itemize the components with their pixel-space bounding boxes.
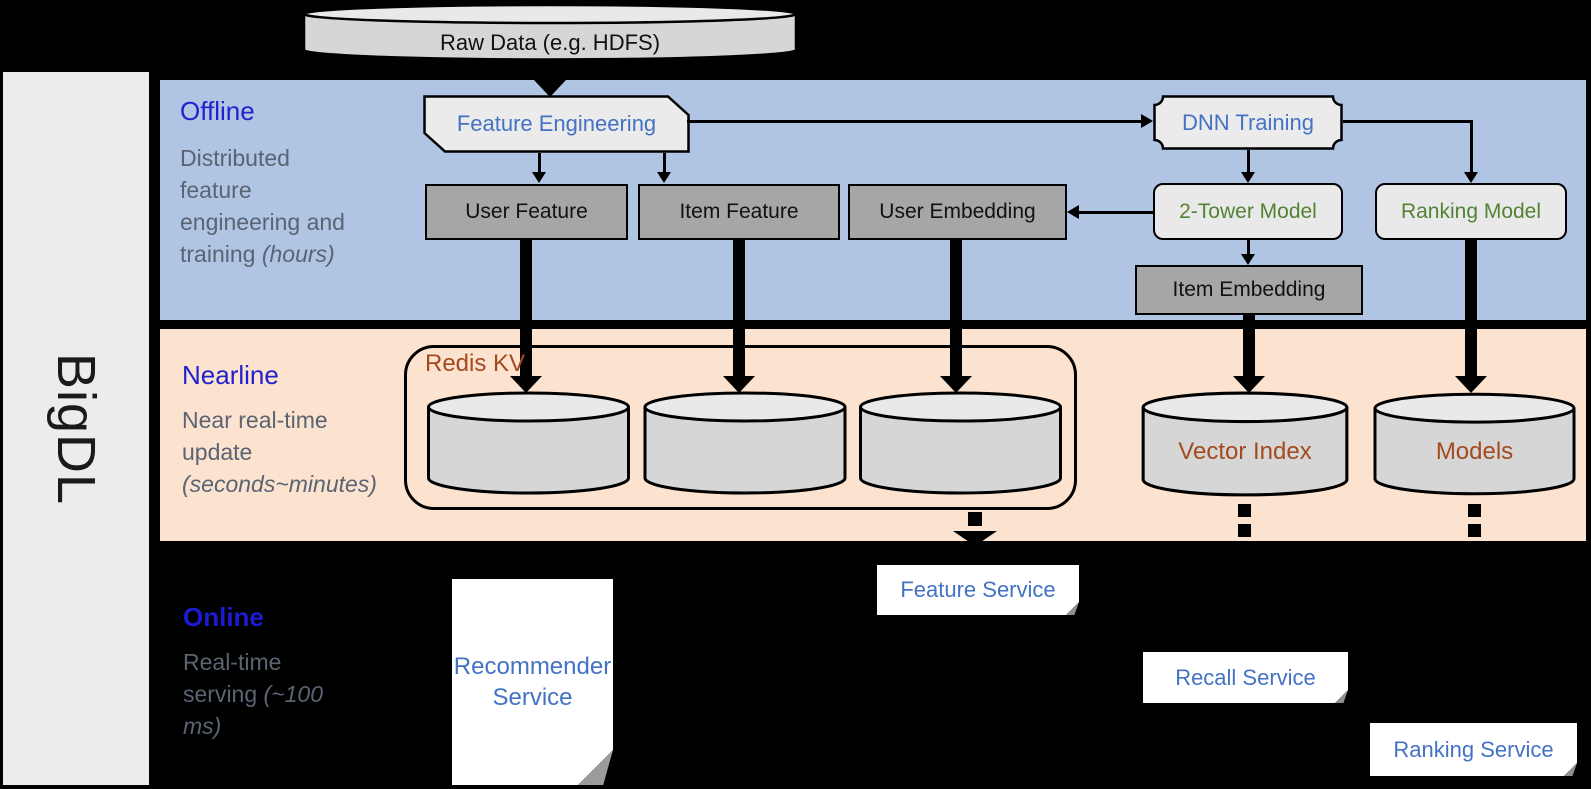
kv-cylinder-3 xyxy=(856,390,1065,498)
online-description: Real-time serving (~100 ms) xyxy=(183,646,323,742)
dashed-vectorindex-to-recall-2 xyxy=(1238,524,1251,537)
arrow-rankingmodel-to-models xyxy=(1465,240,1477,376)
offline-title: Offline xyxy=(180,96,255,126)
item-embedding-label: Item Embedding xyxy=(1172,278,1326,301)
arrowhead-twotower-to-itemembedding xyxy=(1241,254,1255,265)
node-item-feature: Item Feature xyxy=(638,184,840,240)
user-embedding-label: User Embedding xyxy=(879,200,1036,223)
node-models: Models xyxy=(1372,390,1577,500)
ranking-model-label: Ranking Model xyxy=(1400,199,1542,223)
arrowhead-fe-to-dnn xyxy=(1141,114,1153,128)
arrowhead-userembedding-to-kv xyxy=(940,376,972,393)
vector-index-label: Vector Index xyxy=(1178,438,1312,465)
node-two-tower-model: 2-Tower Model xyxy=(1153,183,1343,240)
dashed-kv-to-featureservice xyxy=(968,512,982,526)
cylinder-shape xyxy=(859,391,1062,495)
recommender-service-card: Recommender Service xyxy=(452,579,613,785)
node-recommender-service: Recommender Service xyxy=(452,579,613,785)
cylinder-shape xyxy=(427,391,630,495)
feature-service-card: Feature Service xyxy=(877,565,1079,615)
node-vector-index: Vector Index xyxy=(1140,390,1350,500)
redis-kv-container xyxy=(404,345,1077,510)
cylinder-shape xyxy=(1373,392,1576,496)
node-recall-service: Recall Service xyxy=(1143,652,1348,703)
nearline-title: Nearline xyxy=(182,360,279,390)
arrowhead-fe-to-userfeature xyxy=(532,172,546,183)
redis-kv-label: Redis KV xyxy=(425,350,526,377)
online-duration-text: (~100 ms) xyxy=(183,681,324,739)
arrowhead-kv-to-featureservice xyxy=(953,531,997,546)
arrow-twotower-to-userembedding xyxy=(1078,211,1153,214)
arrowhead-twotower-to-userembedding xyxy=(1067,205,1079,219)
feature-engineering-label: Feature Engineering xyxy=(456,111,657,136)
arrow-dnn-to-rankingmodel-v xyxy=(1470,120,1473,173)
item-feature-label: Item Feature xyxy=(679,200,799,223)
kv-cylinder-2 xyxy=(641,390,849,498)
arrow-twotower-to-itemembedding xyxy=(1247,240,1250,255)
arrow-userfeature-to-kv xyxy=(520,240,532,376)
arrow-itemfeature-to-kv xyxy=(733,240,745,376)
recall-service-card: Recall Service xyxy=(1143,652,1348,703)
node-user-embedding: User Embedding xyxy=(848,184,1067,240)
kv-cylinder-1 xyxy=(425,390,632,498)
arrow-itemembedding-to-vectorindex xyxy=(1243,315,1255,376)
bigdl-sidebar: BigDL xyxy=(3,72,149,785)
arrow-fe-to-userfeature xyxy=(538,153,541,173)
arrowhead-userfeature-to-kv xyxy=(510,376,542,393)
cylinder-shape xyxy=(1141,391,1349,497)
node-ranking-service: Ranking Service xyxy=(1370,723,1577,776)
arrowhead-dnn-to-twotower xyxy=(1241,172,1255,183)
raw-data-label: Raw Data (e.g. HDFS) xyxy=(439,29,661,55)
ranking-service-card: Ranking Service xyxy=(1370,723,1577,776)
online-description-text: Real-time serving xyxy=(183,649,282,707)
arrowhead-itemembedding-to-vectorindex xyxy=(1233,376,1265,393)
dashed-models-to-ranking-2 xyxy=(1468,524,1481,537)
offline-duration-text: (hours) xyxy=(261,241,335,267)
recall-service-label: Recall Service xyxy=(1175,664,1316,690)
arrow-dnn-to-rankingmodel-h xyxy=(1343,120,1473,123)
nearline-description-text: Near real-time update xyxy=(182,407,328,465)
offline-description: Distributed feature engineering and trai… xyxy=(180,142,358,270)
node-feature-service: Feature Service xyxy=(877,565,1079,615)
node-feature-engineering: Feature Engineering xyxy=(423,95,690,153)
user-feature-label: User Feature xyxy=(465,200,588,223)
dashed-models-to-ranking-1 xyxy=(1468,504,1481,517)
models-label: Models xyxy=(1435,438,1514,465)
arrow-dnn-to-twotower xyxy=(1247,150,1250,173)
feature-service-label: Feature Service xyxy=(900,577,1056,602)
arrow-fe-to-dnn xyxy=(687,120,1142,123)
node-ranking-model: Ranking Model xyxy=(1375,183,1567,240)
dashed-vectorindex-to-recall-1 xyxy=(1238,504,1251,517)
dnn-training-label: DNN Training xyxy=(1181,109,1315,135)
feature-engineering-shape xyxy=(423,95,690,153)
nearline-duration-text: (seconds~minutes) xyxy=(182,471,377,497)
two-tower-model-label: 2-Tower Model xyxy=(1179,199,1317,223)
arrowhead-fe-to-itemfeature xyxy=(657,172,671,183)
online-title: Online xyxy=(183,602,264,632)
ranking-service-label: Ranking Service xyxy=(1393,736,1554,762)
dnn-training-shape xyxy=(1153,95,1343,150)
arrow-userembedding-to-kv xyxy=(950,240,962,376)
arrowhead-dnn-to-rankingmodel xyxy=(1464,172,1478,183)
raw-data-store: Raw Data (e.g. HDFS) xyxy=(302,3,798,62)
recommender-service-label: Recommender Service xyxy=(453,653,612,711)
node-user-feature: User Feature xyxy=(425,184,628,240)
arrowhead-rawdata-to-fe xyxy=(534,80,566,97)
bigdl-logo-text: BigDL xyxy=(46,352,107,505)
cylinder-shape xyxy=(643,391,847,495)
arrow-fe-to-itemfeature xyxy=(663,153,666,173)
offline-description-text: Distributed feature engineering and trai… xyxy=(180,145,345,267)
arrowhead-rankingmodel-to-models xyxy=(1455,376,1487,393)
node-item-embedding: Item Embedding xyxy=(1135,265,1363,315)
arrowhead-itemfeature-to-kv xyxy=(723,376,755,393)
node-dnn-training: DNN Training xyxy=(1153,95,1343,150)
nearline-description: Near real-time update (seconds~minutes) xyxy=(182,404,400,500)
cylinder-shape xyxy=(302,3,798,61)
arrow-rawdata-to-fe xyxy=(544,62,556,81)
